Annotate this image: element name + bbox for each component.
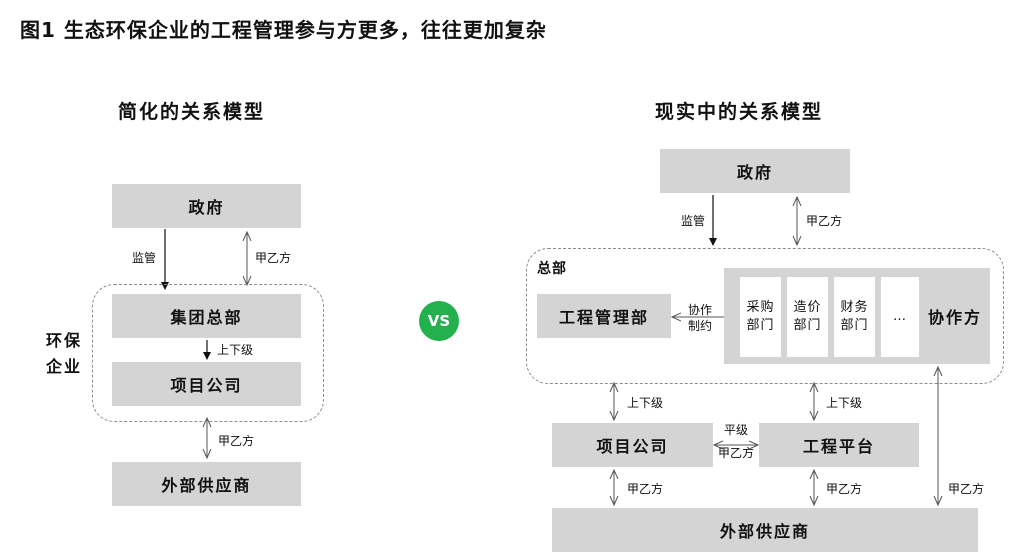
right-hq-boundary (526, 248, 1004, 384)
left-label-hierarchy: 上下级 (217, 343, 254, 357)
right-label-ab-right: 甲乙方 (948, 482, 985, 496)
right-label-hier-right: 上下级 (826, 396, 863, 410)
right-node-gov: 政府 (660, 149, 850, 193)
figure-title: 图1 生态环保企业的工程管理参与方更多，往往更加复杂 (20, 18, 547, 42)
left-node-project-co: 项目公司 (112, 362, 301, 406)
right-label-ab-left: 甲乙方 (627, 482, 664, 496)
left-label-party-bottom: 甲乙方 (218, 434, 255, 448)
right-label-collab-2: 制约 (687, 319, 712, 333)
right-heading: 现实中的关系模型 (655, 101, 824, 123)
left-label-supervise: 监管 (132, 251, 157, 265)
right-label-collab: 协作 制约 (680, 302, 720, 334)
left-label-party-top: 甲乙方 (255, 251, 292, 265)
right-dept-purchase: 采购部门 (740, 277, 781, 357)
right-label-peer: 平级 甲乙方 (714, 422, 758, 461)
right-dept-ellipsis: … (881, 277, 919, 357)
right-collab-group-label: 协作方 (927, 308, 982, 327)
right-label-peer-2: 甲乙方 (717, 446, 754, 460)
left-node-group-hq: 集团总部 (112, 294, 301, 338)
right-label-peer-1: 平级 (723, 423, 748, 437)
right-node-eng-mgmt: 工程管理部 (537, 294, 671, 338)
left-node-gov: 政府 (112, 184, 301, 228)
right-hq-label: 总部 (537, 261, 567, 277)
right-label-supervise: 监管 (681, 214, 706, 228)
left-group-label: 环保企业 (45, 331, 82, 376)
right-label-ab-mid: 甲乙方 (826, 482, 863, 496)
right-label-party-top: 甲乙方 (806, 214, 843, 228)
left-group-boundary (92, 284, 324, 422)
right-node-project-co: 项目公司 (552, 423, 713, 467)
right-label-hier-left: 上下级 (627, 396, 664, 410)
vs-badge: VS (419, 301, 459, 341)
left-node-supplier: 外部供应商 (112, 462, 301, 506)
right-node-eng-platform: 工程平台 (759, 423, 919, 467)
right-label-collab-1: 协作 (687, 303, 712, 317)
right-dept-finance: 财务部门 (834, 277, 875, 357)
right-dept-cost: 造价部门 (787, 277, 828, 357)
right-node-supplier: 外部供应商 (552, 508, 978, 552)
left-heading: 简化的关系模型 (118, 101, 266, 123)
